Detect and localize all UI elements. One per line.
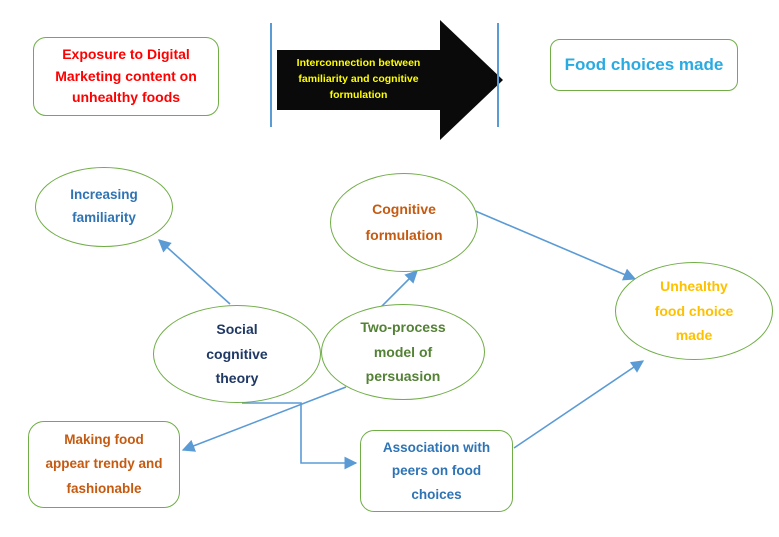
connector-social-to-increasing-familiarity <box>158 239 231 305</box>
connector-association-to-unhealthy <box>513 360 645 449</box>
making-food-trendy-box: Making food appear trendy and fashionabl… <box>28 421 180 508</box>
cognitive-formulation-ellipse: Cognitive formulation <box>330 173 478 272</box>
interconnection-arrow: Interconnection between familiarity and … <box>277 50 440 110</box>
arrow-right-divider-line <box>497 23 499 127</box>
exposure-digital-marketing-box: Exposure to Digital Marketing content on… <box>33 37 219 116</box>
social-cognitive-theory-ellipse: Social cognitive theory <box>153 305 321 403</box>
interconnection-arrow-label: Interconnection between familiarity and … <box>296 57 421 101</box>
interconnection-arrow-head <box>440 20 503 140</box>
increasing-familiarity-ellipse: Increasing familiarity <box>35 167 173 247</box>
two-process-model-ellipse: Two-process model of persuasion <box>321 304 485 400</box>
connector-social-to-association-elbow <box>242 402 358 470</box>
food-choices-made-box: Food choices made <box>550 39 738 91</box>
association-with-peers-box: Association with peers on food choices <box>360 430 513 512</box>
arrow-left-divider-line <box>270 23 272 127</box>
connector-two-process-to-cognitive-formulation <box>379 270 418 309</box>
connector-cognitive-formulation-to-unhealthy <box>472 209 637 281</box>
unhealthy-food-choice-ellipse: Unhealthy food choice made <box>615 262 773 360</box>
